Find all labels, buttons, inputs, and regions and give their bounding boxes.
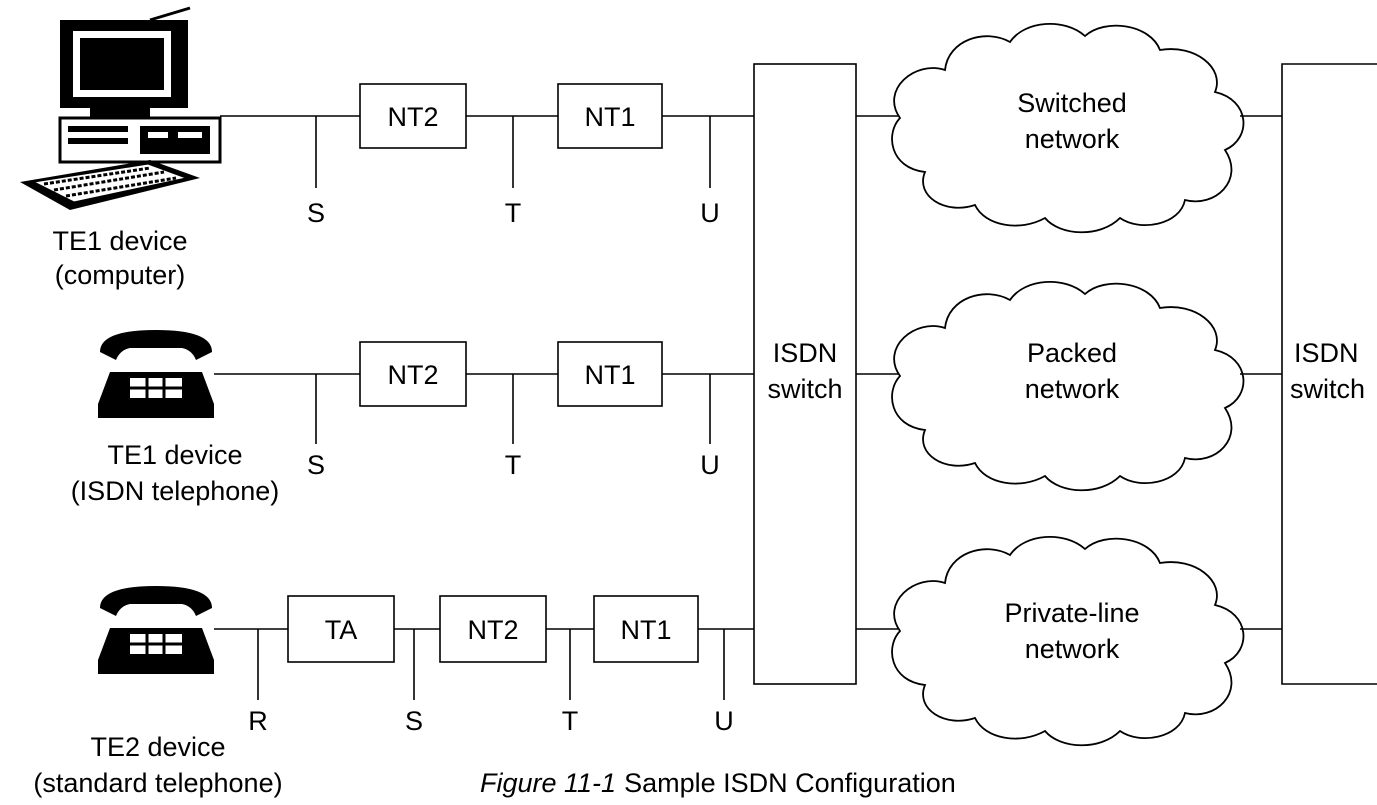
nt1-box-row3	[593, 595, 699, 663]
ref-point-u-row2: U	[700, 450, 720, 480]
cloud-switched-network	[891, 23, 1245, 234]
cloud-private-line-network	[891, 536, 1245, 747]
ref-point-s-row3: S	[405, 706, 423, 736]
ref-point-s-row2: S	[307, 450, 325, 480]
ref-point-u-row1: U	[700, 198, 720, 228]
network-label-switched-line2: network	[1025, 124, 1120, 154]
isdn-switch-right-line2: switch	[1290, 374, 1365, 404]
figure-caption: Figure 11-1 Sample ISDN Configuration	[480, 768, 956, 798]
device-label-computer-line1: TE1 device	[52, 226, 187, 256]
nt2-label-row3: NT2	[467, 615, 518, 645]
nt2-box-row1	[359, 83, 467, 149]
network-label-packed-line2: network	[1025, 374, 1120, 404]
ref-point-t-row3: T	[562, 706, 579, 736]
ta-box	[287, 595, 395, 663]
computer-icon	[20, 6, 222, 210]
ta-label: TA	[325, 615, 358, 645]
network-label-packed-line1: Packed	[1027, 338, 1117, 368]
telephone-icon	[98, 586, 214, 674]
device-label-standard-phone-line2: (standard telephone)	[33, 768, 282, 798]
nt1-label-row2: NT1	[584, 360, 635, 390]
device-label-isdn-phone-line1: TE1 device	[107, 440, 242, 470]
isdn-switch-right-line1: ISDN	[1294, 338, 1359, 368]
network-label-switched-line1: Switched	[1017, 88, 1127, 118]
isdn-switch-left-line2: switch	[767, 374, 842, 404]
ref-point-t-row1: T	[505, 198, 522, 228]
nt2-label-row2: NT2	[387, 360, 438, 390]
isdn-switch-left-line1: ISDN	[773, 338, 838, 368]
figure-title: Sample ISDN Configuration	[624, 768, 956, 798]
ref-point-t-row2: T	[505, 450, 522, 480]
nt1-label-row3: NT1	[620, 615, 671, 645]
telephone-icon	[98, 330, 214, 418]
nt1-label-row1: NT1	[584, 102, 635, 132]
device-label-isdn-phone-line2: (ISDN telephone)	[71, 476, 280, 506]
device-label-computer-line2: (computer)	[55, 260, 186, 290]
figure-label: Figure 11-1	[480, 768, 616, 798]
nt2-box-row3	[439, 595, 547, 663]
ref-point-r: R	[248, 706, 268, 736]
network-label-private-line-line2: network	[1025, 634, 1120, 664]
network-label-private-line-line1: Private-line	[1004, 598, 1139, 628]
nt2-label-row1: NT2	[387, 102, 438, 132]
isdn-switch-right	[1281, 63, 1377, 685]
nt2-box-row2	[359, 341, 467, 407]
ref-point-u-row3: U	[714, 706, 734, 736]
nt1-box-row2	[557, 341, 663, 407]
ref-point-s-row1: S	[307, 198, 325, 228]
cloud-packed-network	[891, 281, 1245, 492]
device-label-standard-phone-line1: TE2 device	[90, 732, 225, 762]
